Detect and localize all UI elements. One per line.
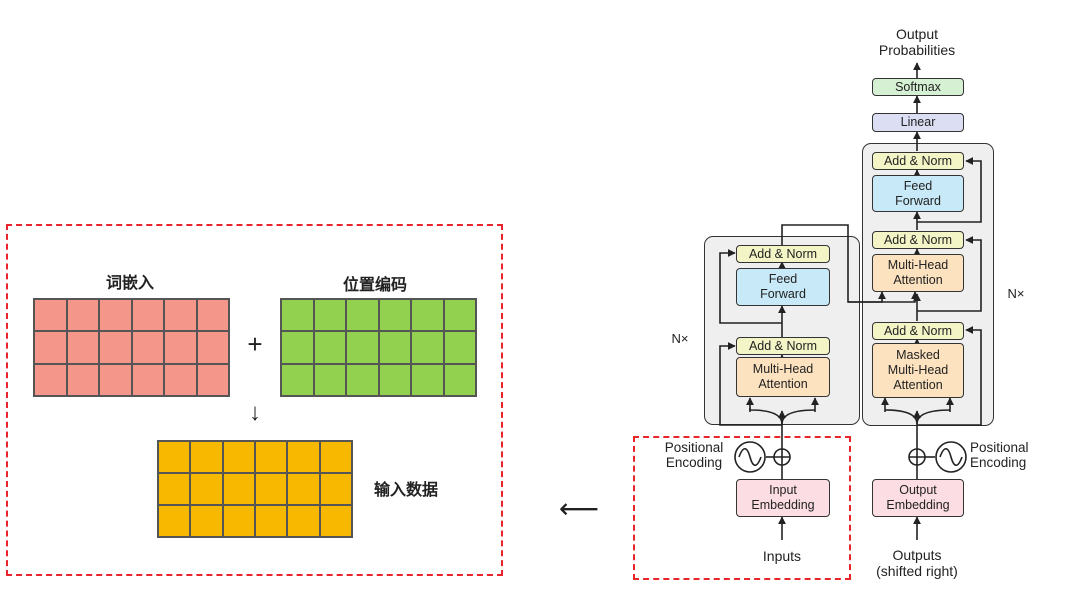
grid-cell — [131, 299, 164, 332]
decoder-multi-head-attention: Multi-Head Attention — [872, 254, 964, 292]
grid-cell — [131, 363, 164, 396]
grid-cell — [443, 363, 476, 396]
grid-cell — [66, 363, 99, 396]
grid-cell — [287, 505, 320, 537]
grid-cell — [158, 473, 191, 505]
grid-cell — [222, 473, 255, 505]
position-encoding-label: 位置编码 — [342, 275, 407, 294]
embedding-highlight-box — [633, 436, 851, 580]
grid-cell — [378, 363, 411, 396]
link-arrow: ⟵ — [558, 493, 600, 524]
softmax-block: Softmax — [872, 78, 964, 96]
grid-cell — [313, 331, 346, 364]
grid-cell — [319, 505, 352, 537]
grid-cell — [164, 363, 197, 396]
word-embedding-label: 词嵌入 — [105, 273, 154, 292]
arrow-encoder-residual-skip-2 — [719, 249, 782, 324]
grid-cell — [222, 505, 255, 537]
grid-cell — [99, 331, 132, 364]
grid-cell — [281, 363, 314, 396]
grid-cell — [158, 441, 191, 473]
grid-cell — [34, 363, 67, 396]
encoder-feed-forward: Feed Forward — [736, 268, 830, 306]
encoder-positional-encoding-label: Positional Encoding — [664, 440, 724, 471]
grid-cell — [313, 299, 346, 332]
grid-cell — [443, 331, 476, 364]
arrow-decoder-residual-skip-2 — [917, 236, 982, 312]
decoder-positional-encoding-label: Positional Encoding — [970, 440, 1029, 471]
arrow-encoder-residual-skip-1 — [719, 342, 782, 426]
decoder-add-norm-middle: Add & Norm — [872, 231, 964, 249]
position-encoding-grid — [280, 298, 477, 397]
output-embedding: Output Embedding — [872, 479, 964, 517]
decoder-feed-forward: Feed Forward — [872, 175, 964, 212]
plus-symbol: + — [247, 329, 263, 359]
grid-cell — [131, 331, 164, 364]
encoder-add-norm-top: Add & Norm — [736, 245, 830, 263]
input-data-label: 输入数据 — [373, 480, 438, 499]
grid-cell — [281, 331, 314, 364]
grid-cell — [411, 331, 444, 364]
grid-cell — [222, 441, 255, 473]
input-zoom-panel — [6, 224, 503, 576]
grid-cell — [313, 363, 346, 396]
decoder-add-norm-top: Add & Norm — [872, 152, 964, 170]
encoder-add-norm-bottom: Add & Norm — [736, 337, 830, 355]
grid-cell — [411, 299, 444, 332]
input-data-grid — [157, 440, 353, 538]
down-arrow-symbol: ↓ — [249, 399, 261, 426]
grid-cell — [99, 363, 132, 396]
grid-cell — [66, 299, 99, 332]
grid-cell — [346, 331, 379, 364]
grid-cell — [378, 299, 411, 332]
encoder-multi-head-attention: Multi-Head Attention — [736, 357, 830, 397]
grid-cell — [254, 473, 288, 505]
decoder-add-norm-bottom: Add & Norm — [872, 322, 964, 340]
encoder-repeat-label: N× — [671, 331, 689, 346]
input-embedding: Input Embedding — [736, 479, 830, 517]
grid-cell — [443, 299, 476, 332]
grid-cell — [378, 331, 411, 364]
grid-cell — [281, 299, 314, 332]
grid-cell — [190, 473, 223, 505]
grid-cell — [164, 299, 197, 332]
grid-cell — [287, 441, 320, 473]
grid-cell — [287, 473, 320, 505]
arrow-decoder-residual-skip-1 — [917, 326, 982, 426]
grid-cell — [196, 363, 229, 396]
grid-cell — [190, 505, 223, 537]
grid-cell — [346, 363, 379, 396]
grid-cell — [411, 363, 444, 396]
grid-cell — [196, 331, 229, 364]
decoder-repeat-label: N× — [1007, 286, 1025, 301]
grid-cell — [99, 299, 132, 332]
grid-cell — [346, 299, 379, 332]
grid-cell — [196, 299, 229, 332]
grid-cell — [319, 473, 352, 505]
linear-block: Linear — [872, 113, 964, 132]
grid-cell — [190, 441, 223, 473]
arrow-decoder-residual-skip-3 — [917, 157, 982, 223]
arrow-encoder-to-decoder — [781, 224, 886, 303]
grid-cell — [254, 505, 288, 537]
word-embedding-grid — [33, 298, 230, 397]
grid-cell — [319, 441, 352, 473]
grid-cell — [34, 331, 67, 364]
grid-cell — [66, 331, 99, 364]
grid-cell — [34, 299, 67, 332]
inputs-label: Inputs — [762, 548, 802, 564]
output-probabilities-label: Output Probabilities — [878, 26, 956, 58]
grid-cell — [158, 505, 191, 537]
grid-cell — [164, 331, 197, 364]
decoder-masked-multi-head-attention: Masked Multi-Head Attention — [872, 343, 964, 398]
arrow-dec-qkv — [884, 409, 951, 425]
outputs-label: Outputs (shifted right) — [876, 547, 958, 579]
grid-cell — [254, 441, 288, 473]
